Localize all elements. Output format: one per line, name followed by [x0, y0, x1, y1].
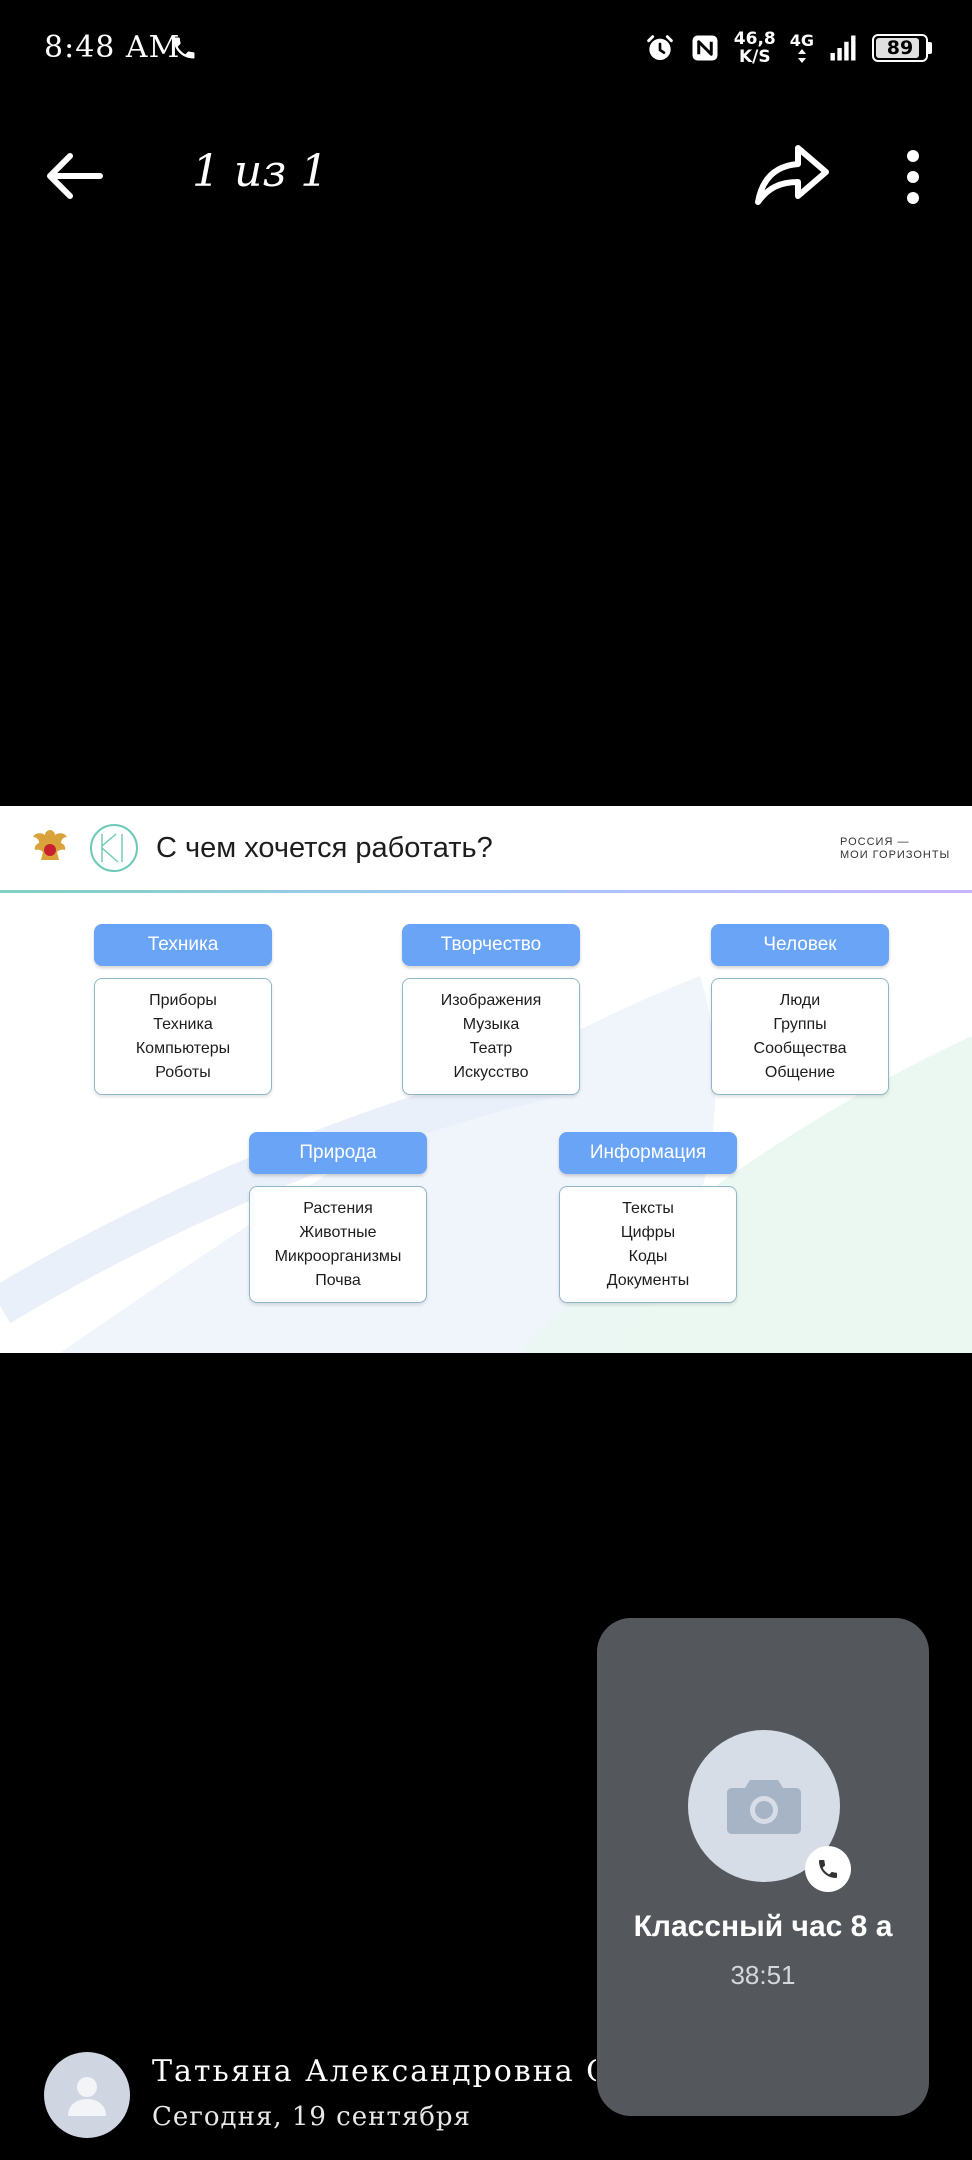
call-badge	[805, 1846, 851, 1892]
nfc-icon	[692, 35, 718, 61]
sender-date: Сегодня, 19 сентября	[152, 2102, 471, 2132]
alarm-icon	[646, 35, 673, 60]
battery-tip	[928, 42, 932, 54]
category-item: Музыка	[462, 1015, 520, 1033]
category-item: Люди	[779, 991, 821, 1009]
category-informatsiya: Информация Тексты Цифры Коды Документы	[559, 1132, 737, 1303]
category-item: Документы	[606, 1271, 690, 1289]
category-tekhnika: Техника Приборы Техника Компьютеры Робот…	[94, 924, 272, 1095]
category-item: Растения	[303, 1199, 373, 1217]
category-items: Тексты Цифры Коды Документы	[559, 1186, 737, 1303]
brand-line-2: МОИ ГОРИЗОНТЫ	[840, 849, 951, 861]
category-item: Тексты	[622, 1199, 674, 1217]
person-icon	[68, 2077, 106, 2116]
horizons-logo	[90, 824, 138, 872]
category-item: Общение	[764, 1063, 836, 1081]
category-item: Группы	[773, 1015, 827, 1033]
category-items: Приборы Техника Компьютеры Роботы	[94, 978, 272, 1095]
category-item: Изображения	[440, 991, 542, 1009]
category-item: Приборы	[149, 991, 217, 1009]
emblem-icon	[33, 830, 67, 860]
category-item: Цифры	[620, 1223, 676, 1241]
category-label: Техника	[94, 924, 272, 966]
category-items: Растения Животные Микроорганизмы Почва	[249, 1186, 427, 1303]
category-label: Природа	[249, 1132, 427, 1174]
category-tvorchestvo: Творчество Изображения Музыка Театр Иску…	[402, 924, 580, 1095]
battery-body: 89	[872, 34, 928, 62]
phone-icon	[819, 1860, 837, 1878]
signal-icon	[830, 35, 856, 61]
category-item: Сообщества	[753, 1039, 847, 1057]
status-icons: 46,8 K/S 4G 89	[644, 28, 932, 68]
call-title: Классный час 8 а	[633, 1910, 893, 1943]
network-type: 4G	[790, 33, 814, 63]
brand-line-1: РОССИЯ —	[840, 836, 910, 848]
sender-name: Татьяна Александровна С	[152, 2054, 596, 2089]
call-timer: 38:51	[730, 1960, 796, 1990]
header-divider	[0, 890, 972, 893]
viewer-top-bar: 1 из 1	[0, 130, 972, 220]
category-item: Микроорганизмы	[274, 1247, 402, 1265]
net-speed: 46,8 K/S	[734, 30, 776, 66]
category-item: Животные	[299, 1223, 377, 1241]
floating-call-window[interactable]: Классный час 8 а 38:51	[597, 1618, 929, 2116]
sender-avatar[interactable]	[44, 2052, 130, 2138]
more-vertical-icon[interactable]	[890, 144, 936, 210]
category-item: Компьютеры	[135, 1039, 231, 1057]
category-item: Искусство	[453, 1063, 529, 1081]
sender-info: Татьяна Александровна С Сегодня, 19 сент…	[0, 2040, 972, 2150]
category-item: Почва	[315, 1271, 361, 1289]
status-time: 8:48 AM	[44, 30, 181, 65]
slide-image[interactable]: С чем хочется работать? РОССИЯ — МОИ ГОР…	[0, 806, 972, 1353]
slide-header: С чем хочется работать? РОССИЯ — МОИ ГОР…	[0, 806, 972, 893]
horizons-logo-icon	[101, 833, 123, 863]
phone-icon	[173, 37, 195, 59]
back-arrow-icon[interactable]	[40, 146, 112, 206]
battery-level: 89	[886, 37, 914, 59]
category-label: Творчество	[402, 924, 580, 966]
battery-fill	[876, 38, 919, 58]
network-type-label: 4G	[789, 31, 814, 50]
camera-icon	[727, 1780, 801, 1834]
category-item: Роботы	[155, 1063, 211, 1081]
data-arrows-icon	[797, 49, 806, 63]
category-item: Техника	[153, 1015, 213, 1033]
category-chelovek: Человек Люди Группы Сообщества Общение	[711, 924, 889, 1095]
category-item: Театр	[469, 1039, 513, 1057]
battery-icon: 89	[872, 34, 932, 62]
net-speed-value: 46,8	[733, 29, 776, 49]
category-label: Информация	[559, 1132, 737, 1174]
net-speed-unit: K/S	[738, 47, 771, 67]
category-priroda: Природа Растения Животные Микроорганизмы…	[249, 1132, 427, 1303]
slide-title: С чем хочется работать?	[156, 832, 493, 864]
brand-text: РОССИЯ — МОИ ГОРИЗОНТЫ	[840, 836, 950, 862]
page-counter: 1 из 1	[192, 146, 329, 197]
share-icon[interactable]	[752, 140, 832, 210]
status-bar: 8:48 AM 46,8 K/S 4G	[0, 0, 972, 96]
category-items: Изображения Музыка Театр Искусство	[402, 978, 580, 1095]
category-items: Люди Группы Сообщества Общение	[711, 978, 889, 1095]
category-label: Человек	[711, 924, 889, 966]
category-item: Коды	[628, 1247, 668, 1265]
